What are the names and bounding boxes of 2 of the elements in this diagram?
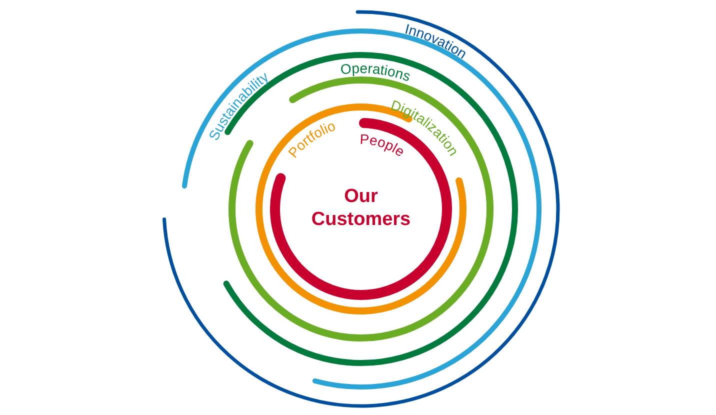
ring-label: Operations [340,60,413,84]
center-label: Our Customers [310,185,412,231]
